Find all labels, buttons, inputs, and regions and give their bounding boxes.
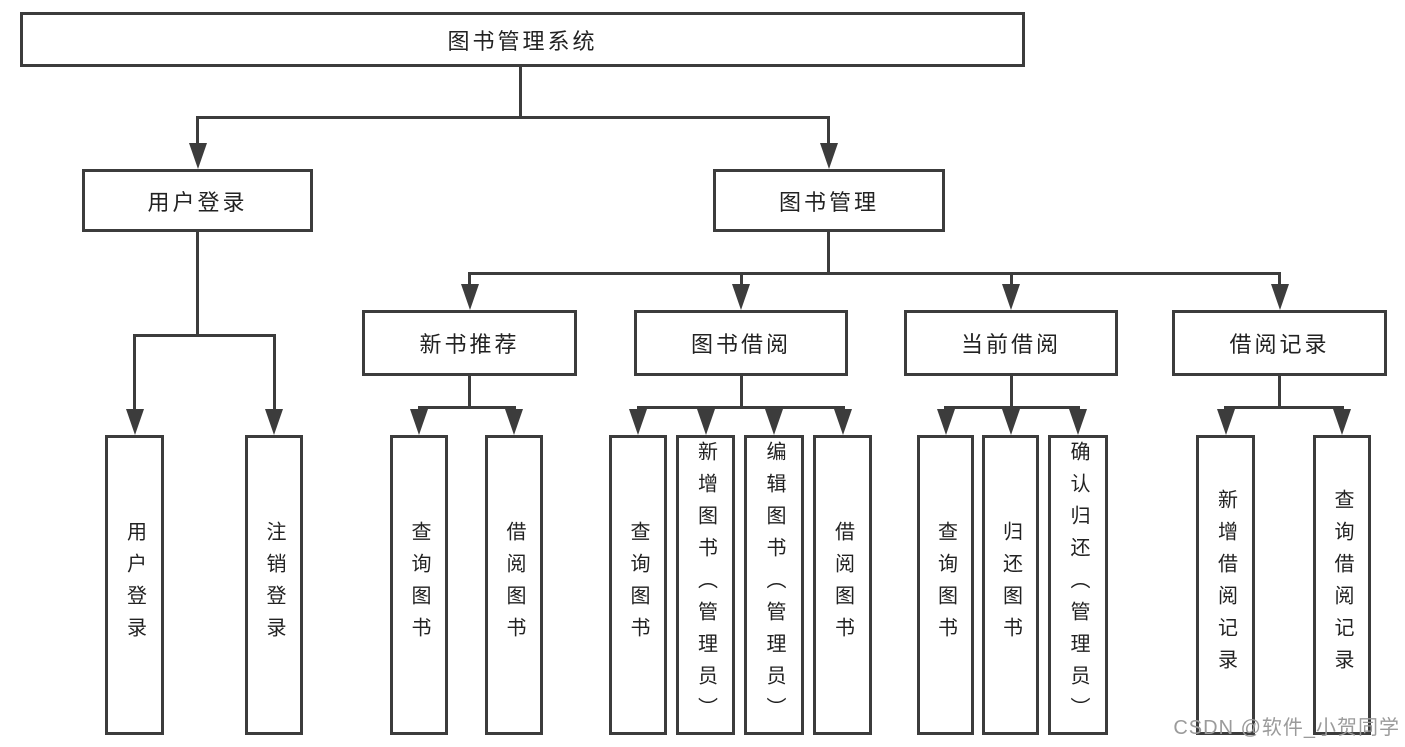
node-label: 新增图书（管理员） [694, 441, 717, 729]
arrow-down-icon [765, 409, 783, 435]
node-leaf-confirm-return-admin: 确认归还（管理员） [1048, 435, 1108, 735]
node-leaf-borrow-books-1: 借阅图书 [485, 435, 543, 735]
arrow-down-icon [696, 409, 715, 435]
arrow-down-icon [820, 143, 838, 169]
node-leaf-query-books-2: 查询图书 [609, 435, 667, 735]
connector-vline [1278, 272, 1281, 288]
node-label: 新书推荐 [419, 332, 520, 357]
node-label: 编辑图书（管理员） [763, 441, 785, 729]
arrow-down-icon [936, 409, 955, 435]
arrow-down-icon [1216, 409, 1235, 435]
node-leaf-user-login: 用户登录 [105, 435, 164, 735]
connector-vline [196, 232, 199, 336]
node-leaf-borrow-books-2: 借阅图书 [813, 435, 872, 735]
node-current-borrowing: 当前借阅 [904, 310, 1118, 376]
node-label: 图书管理 [778, 189, 879, 215]
node-library-management-system: 图书管理系统 [20, 12, 1025, 67]
node-label: 借阅图书 [503, 521, 525, 649]
arrow-down-icon [410, 409, 428, 435]
arrow-down-icon [460, 284, 479, 310]
connector-vline [468, 376, 471, 408]
connector-hline [636, 406, 845, 409]
arrow-down-icon [1002, 284, 1020, 310]
node-label: 确认归还（管理员） [1067, 441, 1089, 729]
connector-hline [468, 272, 1281, 275]
node-leaf-query-borrow-record: 查询借阅记录 [1313, 435, 1371, 735]
connector-vline [468, 272, 471, 288]
connector-vline [739, 376, 743, 408]
arrow-down-icon [1069, 409, 1087, 435]
arrow-down-icon [125, 409, 144, 435]
node-label: 图书借阅 [690, 332, 791, 357]
arrow-down-icon [1270, 284, 1289, 310]
node-borrowing-records: 借阅记录 [1172, 310, 1387, 376]
node-label: 图书管理系统 [447, 28, 598, 54]
node-label: 查询借阅记录 [1331, 489, 1353, 681]
arrow-down-icon [1333, 409, 1351, 435]
arrow-down-icon [1001, 409, 1020, 435]
connector-vline [519, 67, 522, 119]
node-label: 注销登录 [263, 521, 285, 649]
node-label: 借阅记录 [1229, 332, 1330, 357]
connector-hline [417, 406, 516, 409]
node-label: 查询图书 [627, 521, 649, 649]
connector-vline [133, 334, 136, 412]
connector-vline [827, 116, 830, 147]
arrow-down-icon [188, 143, 207, 169]
node-leaf-logout: 注销登录 [245, 435, 303, 735]
arrow-down-icon [505, 409, 523, 435]
node-leaf-query-books-1: 查询图书 [390, 435, 448, 735]
csdn-watermark: CSDN @软件_小贺同学 [1173, 717, 1400, 739]
connector-vline [827, 232, 830, 274]
node-book-borrowing: 图书借阅 [634, 310, 848, 376]
node-leaf-query-books-3: 查询图书 [917, 435, 974, 735]
arrow-down-icon [732, 284, 750, 310]
connector-vline [1278, 376, 1281, 408]
connector-vline [196, 116, 199, 147]
connector-vline [1009, 272, 1013, 288]
arrow-down-icon [265, 409, 283, 435]
node-label: 用户登录 [147, 189, 248, 215]
node-leaf-edit-books-admin: 编辑图书（管理员） [744, 435, 804, 735]
node-leaf-return-books: 归还图书 [982, 435, 1039, 735]
node-book-management: 图书管理 [713, 169, 945, 232]
connector-vline [272, 334, 276, 412]
node-label: 查询图书 [408, 521, 430, 649]
node-label: 新增借阅记录 [1214, 489, 1237, 681]
connector-hline [1224, 406, 1344, 409]
node-label: 用户登录 [123, 521, 146, 649]
arrow-down-icon [629, 409, 647, 435]
node-new-book-recommendation: 新书推荐 [362, 310, 577, 376]
arrow-down-icon [833, 409, 852, 435]
node-leaf-add-books-admin: 新增图书（管理员） [676, 435, 735, 735]
node-label: 借阅图书 [831, 521, 854, 649]
node-label: 当前借阅 [960, 332, 1061, 357]
connector-vline [739, 272, 743, 288]
node-leaf-add-borrow-record: 新增借阅记录 [1196, 435, 1255, 735]
connector-vline [1009, 376, 1013, 408]
node-user-login: 用户登录 [82, 169, 313, 232]
node-label: 查询图书 [934, 521, 957, 649]
connector-hline [196, 116, 830, 119]
connector-hline [133, 334, 275, 337]
node-label: 归还图书 [999, 521, 1022, 649]
